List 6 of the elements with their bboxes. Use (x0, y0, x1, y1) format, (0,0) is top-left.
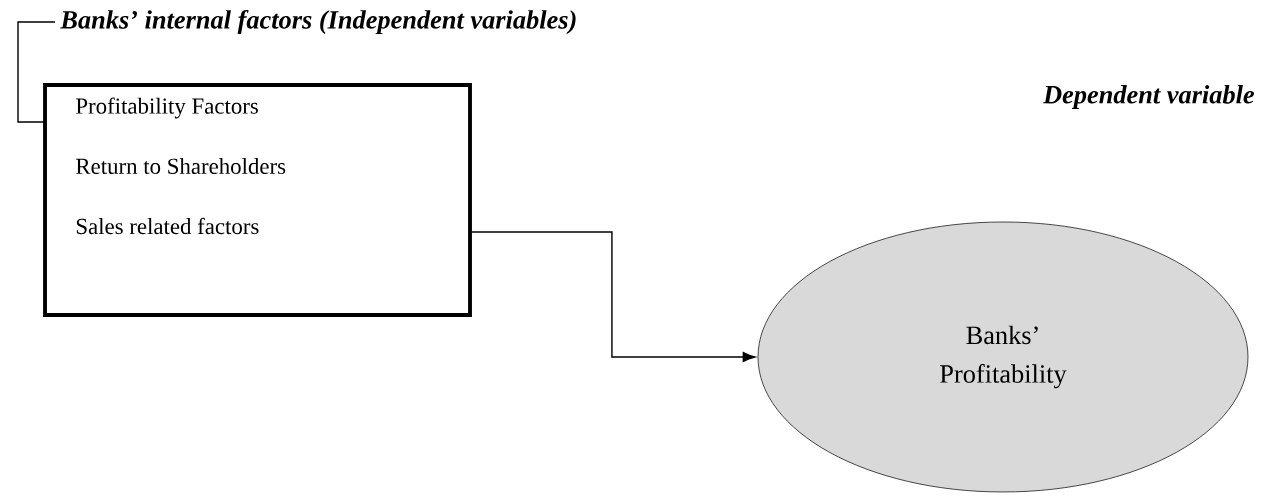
factor-text: Sales related factors (76, 217, 259, 235)
side-heading: Dependent variable (1042, 85, 1255, 109)
factor-text: Profitability Factors (76, 97, 258, 119)
heading: Banks’ internal factors (Independent variables) (60, 9, 576, 35)
factor-text: Return to Shareholders (76, 157, 286, 174)
arrow (471, 231, 756, 363)
